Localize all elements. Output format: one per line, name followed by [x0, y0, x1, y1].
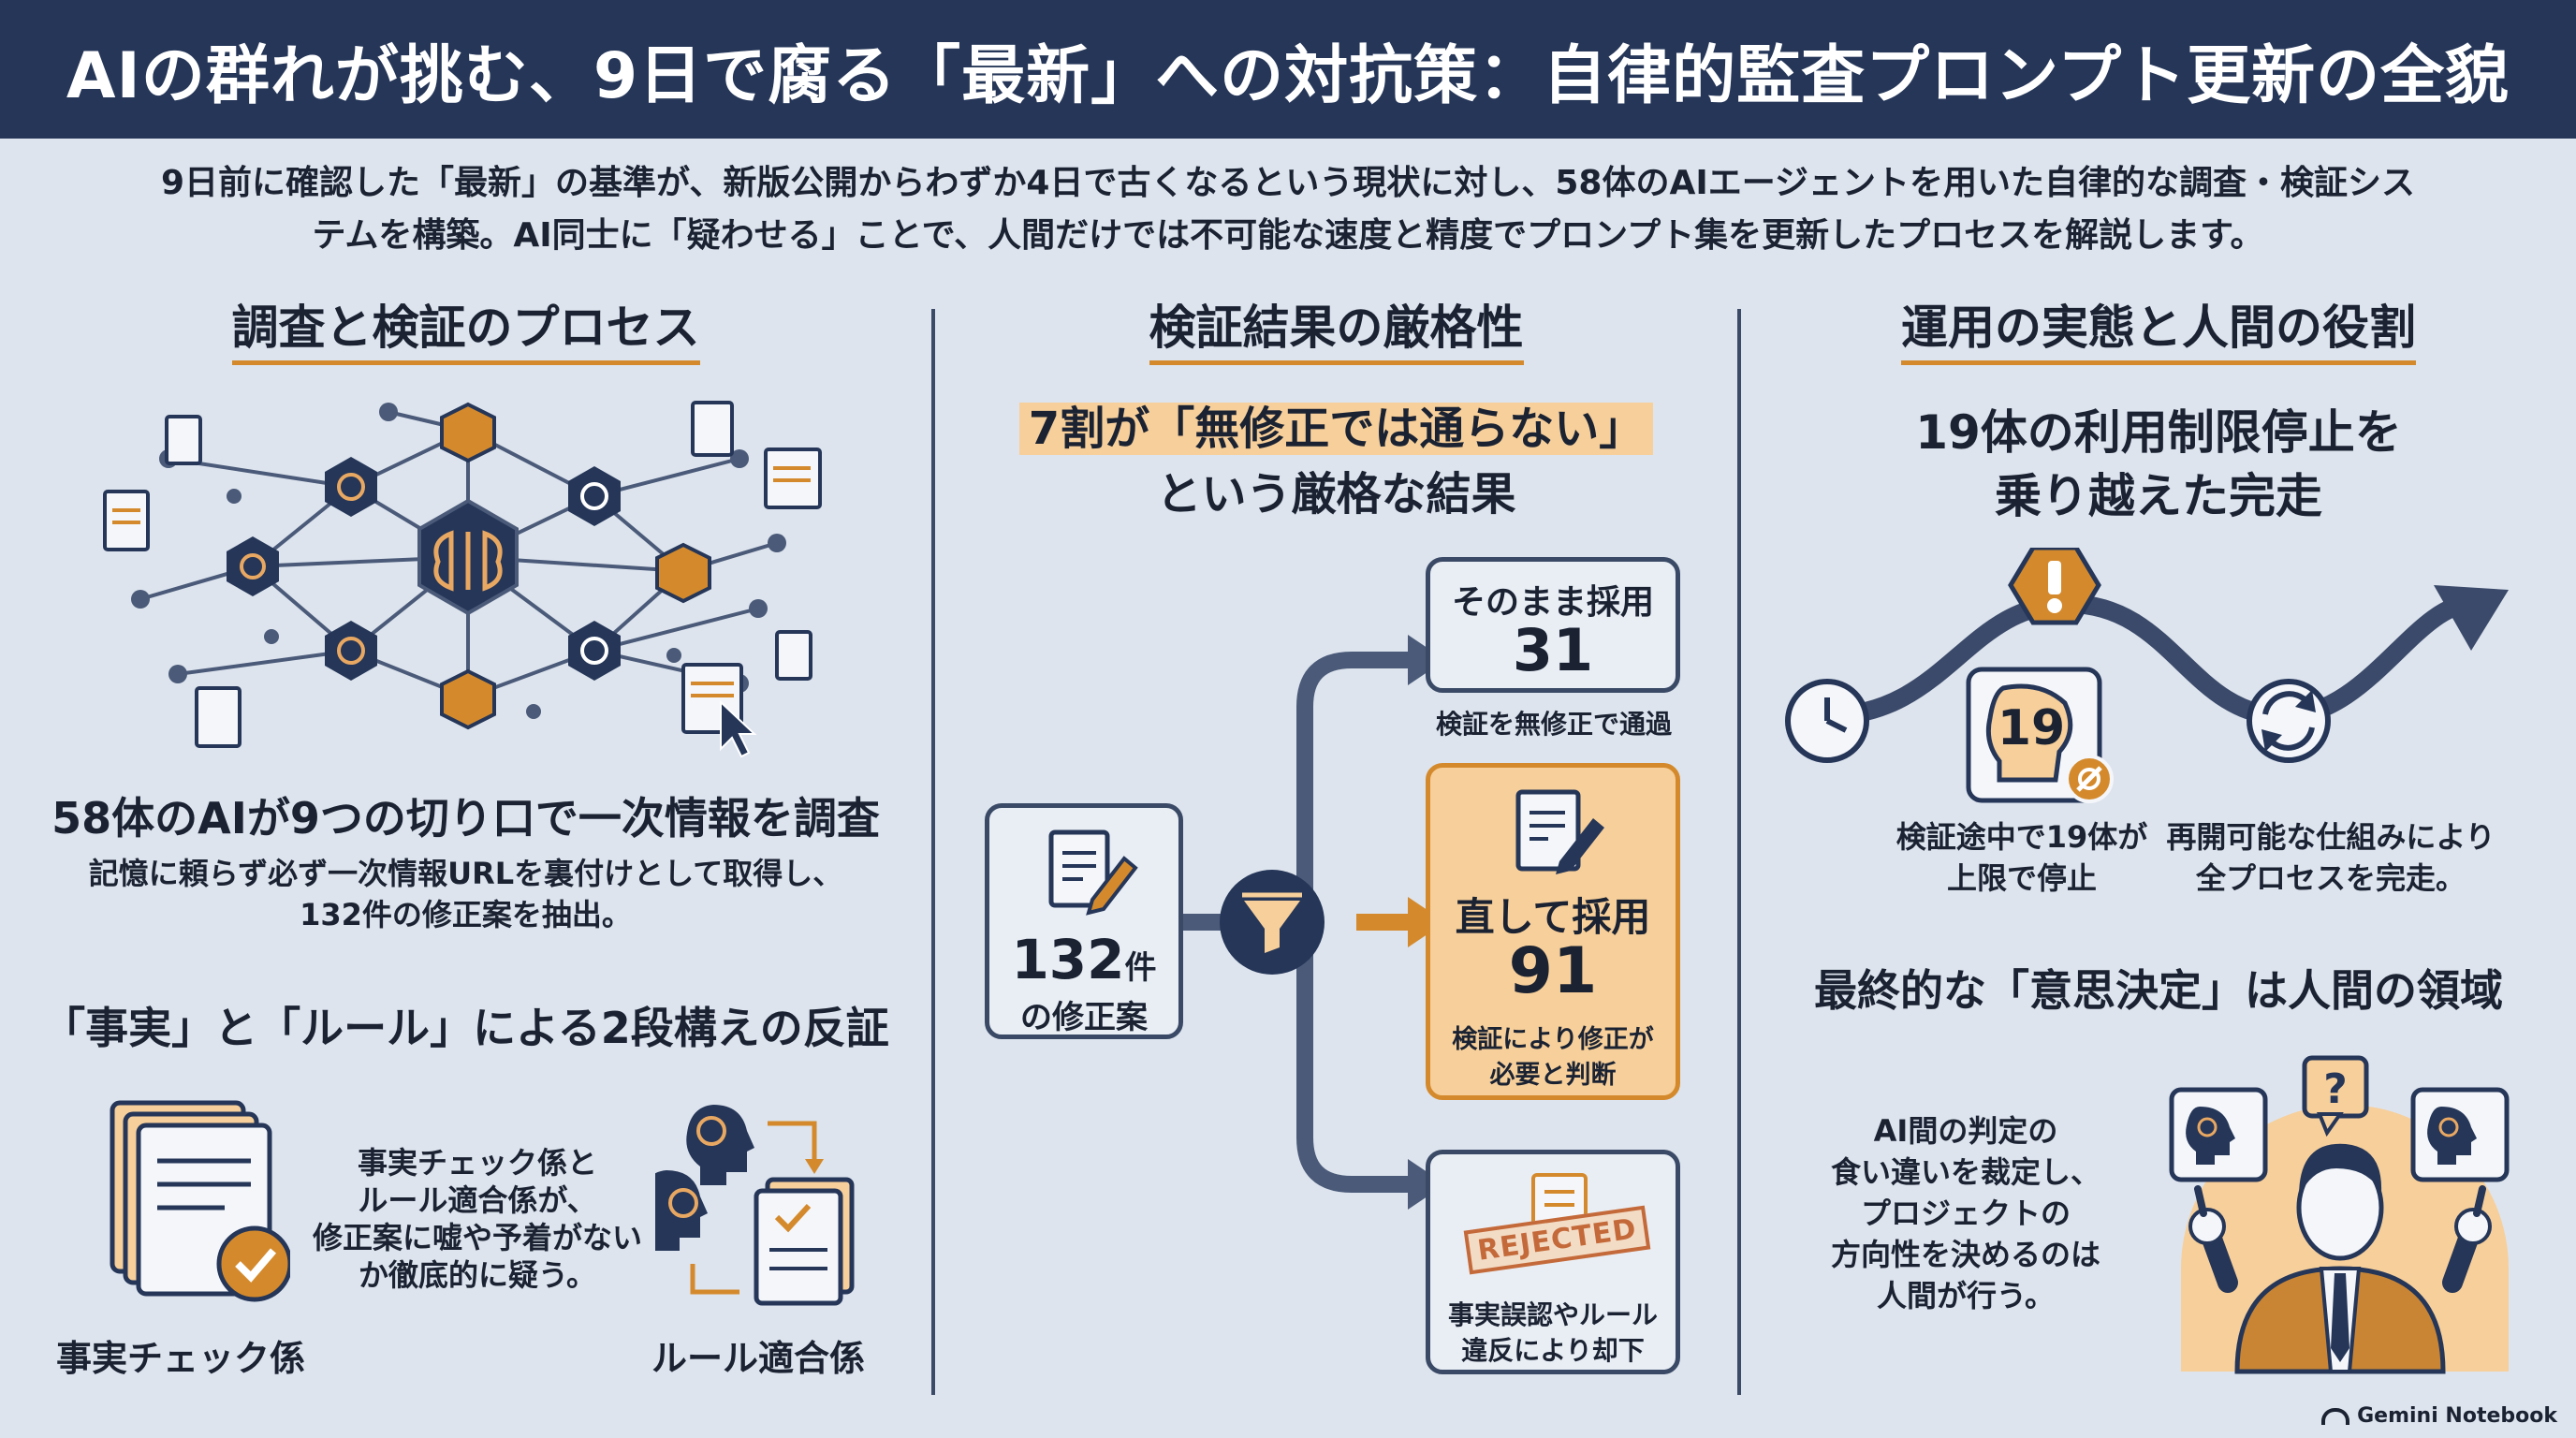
output-1-label: そのまま採用: [1451, 583, 1654, 622]
output-1-count: 31: [1512, 616, 1594, 684]
middle-section-title: 検証結果の厳格性: [935, 290, 1737, 365]
human-role-description: AI間の判定の 食い違いを裁定し、 プロジェクトの 方向性を決めるのは 人間が行…: [1830, 1113, 2100, 1313]
output-1-desc: 検証を無修正で通過: [1435, 709, 1672, 740]
output-2-desc-1: 検証により修正が: [1452, 1025, 1654, 1054]
stopped-agent-count: 19: [1997, 700, 2066, 756]
flow-arrows: [1183, 635, 1445, 1210]
completion-timeline: [1785, 548, 2509, 803]
left-subtitle: 「事実」と「ルール」による2段構えの反証: [42, 1003, 889, 1053]
left-desc-2: 132件の修正案を抽出。: [300, 897, 632, 932]
agent-network-diagram: [103, 401, 822, 758]
result-line-2: という厳格な結果: [1156, 468, 1516, 521]
rule-checker-label: ルール適合係: [651, 1338, 865, 1379]
input-count: 132件: [1011, 928, 1157, 991]
output-2-desc-2: 必要と判断: [1489, 1061, 1617, 1090]
left-section-title: 調査と検証のプロセス: [0, 290, 931, 365]
header-bar: AIの群れが挑む、9日で腐る「最新」への対抗策：自律的監査プロンプト更新の全貌: [0, 0, 2576, 139]
stop-description: 検証途中で19体が 上限で停止: [1895, 819, 2148, 896]
intro-line-1: 9日前に確認した「最新」の基準が、新版公開からわずか4日で古くなるという現状に対…: [160, 164, 2415, 202]
output-2-count: 91: [1508, 934, 1598, 1008]
column-divider-right: [1737, 309, 1741, 1395]
brand-footer: Gemini Notebook: [2321, 1404, 2557, 1428]
fact-check-document-icon: [110, 1100, 290, 1302]
edit-document-icon: [1515, 789, 1604, 874]
output-rejected-box: REJECTED 事実誤認やルール 違反により却下: [1426, 1150, 1680, 1374]
input-proposals-box: 132件 の修正案: [985, 803, 1183, 1039]
page-title: AIの群れが挑む、9日で腐る「最新」への対抗策：自律的監査プロンプト更新の全貌: [66, 38, 2510, 113]
right-headline-2: 乗り越えた完走: [1995, 469, 2322, 523]
checker-description: 事実チェック係と ルール適合係が、 修正案に嘘や予着がない か徹底的に疑う。: [312, 1145, 642, 1293]
left-headline: 58体のAIが9つの切り口で一次情報を調査: [51, 793, 880, 844]
human-decision-illustration: ?: [2169, 1055, 2510, 1374]
right-section-title: 運用の実態と人間の役割: [1741, 290, 2576, 365]
intro-text: 9日前に確認した「最新」の基準が、新版公開からわずか4日で古くなるという現状に対…: [112, 157, 2464, 262]
output-adopt-fixed-box: 直して採用 91 検証により修正が 必要と判断: [1426, 763, 1680, 1100]
proposal-document-icon: [1048, 829, 1138, 916]
fact-checker-label: 事実チェック係: [56, 1338, 306, 1379]
input-label: の修正案: [1020, 999, 1148, 1036]
resume-description: 再開可能な仕組みにより 全プロセスを完走。: [2166, 819, 2496, 896]
output-3-desc-1: 事実誤認やルール: [1447, 1299, 1658, 1330]
rule-check-heads-icon: [655, 1105, 855, 1306]
intro-line-2: テムを構築。AI同士に「疑わせる」ことで、人間だけでは不可能な速度と精度でプロン…: [312, 216, 2264, 255]
question-mark-icon: ?: [2323, 1065, 2348, 1113]
right-headline-1: 19体の利用制限停止を: [1915, 405, 2402, 460]
left-desc-1: 記憶に頼らず必ず一次情報URLを裏付けとして取得し、: [88, 856, 843, 891]
output-3-desc-2: 違反により却下: [1461, 1335, 1645, 1366]
column-divider-left: [931, 309, 935, 1395]
gemini-logo-icon: [2321, 1407, 2350, 1425]
output-adopt-asis-box: そのまま採用 31: [1426, 557, 1680, 693]
right-subtitle: 最終的な「意思決定」は人間の領域: [1814, 965, 2503, 1016]
result-line-1: 7割が「無修正では通らない」: [935, 391, 1737, 457]
output-2-label: 直して採用: [1455, 894, 1651, 940]
